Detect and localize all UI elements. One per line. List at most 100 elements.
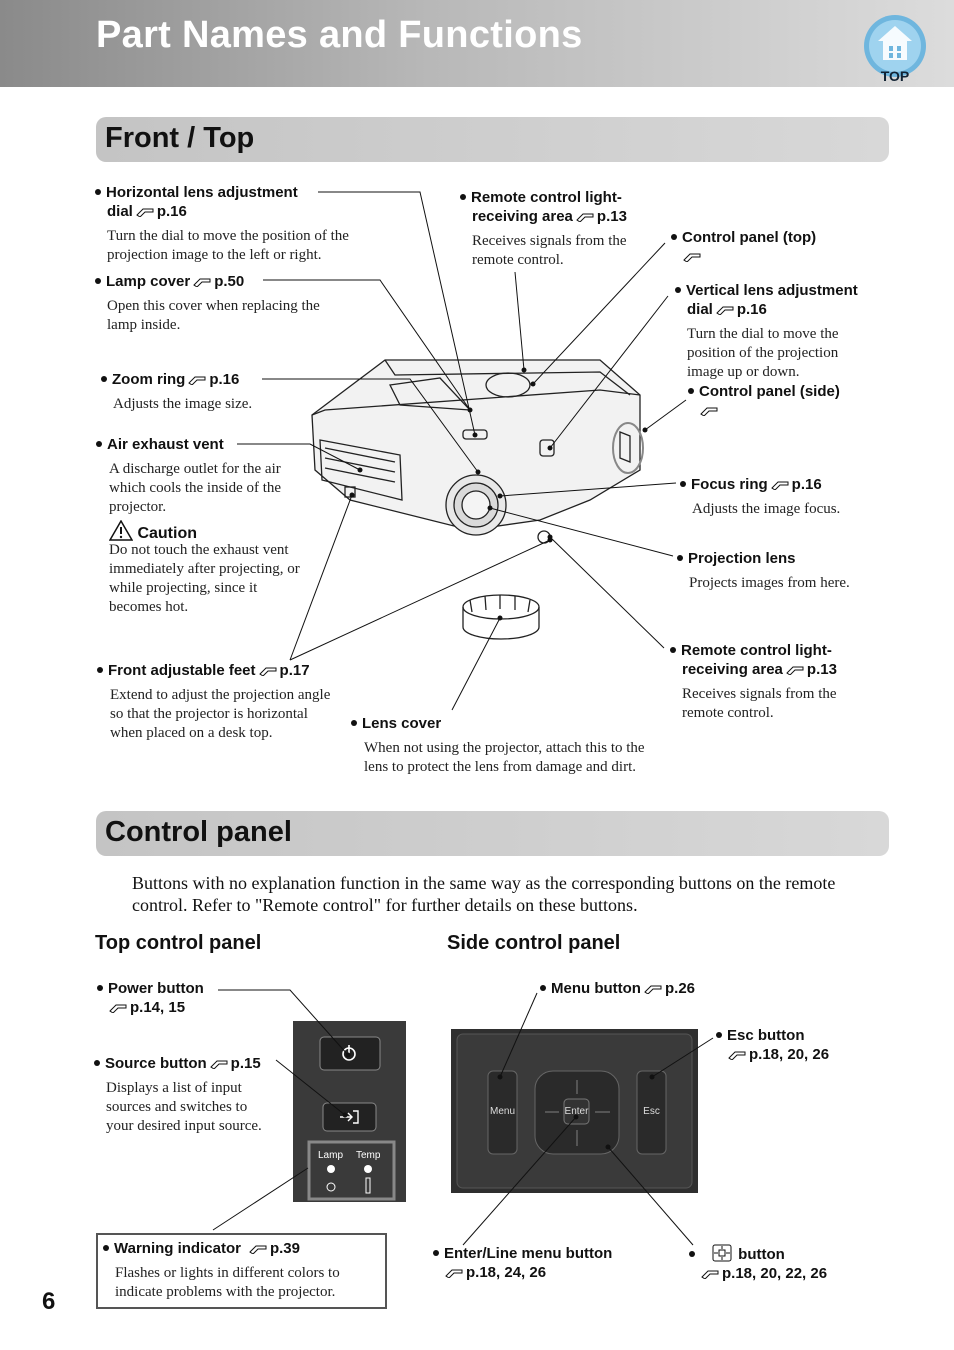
label-power-button: Power button p.14, 15 (97, 979, 204, 1017)
ref-link[interactable]: p.13 (596, 208, 627, 225)
reference-hand-icon[interactable] (683, 250, 701, 262)
bullet-icon (716, 1032, 722, 1038)
section-title: Control panel (105, 816, 292, 848)
ref-link[interactable]: p.18, 20, 22, 26 (722, 1265, 828, 1282)
ref-link[interactable]: p.13 (806, 661, 837, 678)
ref-link[interactable]: p.26 (664, 980, 695, 997)
ref-link[interactable]: p.39 (269, 1240, 300, 1257)
bullet-icon (680, 481, 686, 487)
ref-link[interactable]: p.18, 24, 26 (466, 1264, 547, 1281)
label-air-vent: Air exhaust vent (96, 435, 224, 454)
bullet-icon (688, 388, 694, 394)
top-control-panel-illustration (293, 1021, 406, 1202)
page-title: Part Names and Functions (96, 14, 583, 56)
enter-key-text: Enter (564, 1106, 589, 1117)
ref-link[interactable]: p.16 (736, 301, 767, 318)
bullet-icon (460, 194, 466, 200)
bullet-icon (540, 985, 546, 991)
intro-text: Buttons with no explanation function in … (132, 873, 836, 915)
top-control-panel-title: Top control panel (95, 932, 262, 954)
reference-hand-icon (770, 481, 789, 490)
ref-link[interactable]: p.16 (209, 371, 240, 388)
bullet-icon (96, 441, 102, 447)
bullet-icon (433, 1250, 439, 1256)
ref-link[interactable]: p.16 (791, 476, 822, 493)
house-icon: TOP (864, 15, 926, 84)
ref-link[interactable]: p.50 (214, 273, 245, 290)
projector-illustration (311, 359, 644, 640)
esc-key-text: Esc (643, 1106, 660, 1117)
side-control-panel-title: Side control panel (447, 932, 621, 954)
bullet-icon (677, 555, 683, 561)
desc-projection-lens: Projects images from here. (689, 575, 850, 591)
ref-link[interactable]: p.18, 20, 26 (749, 1046, 830, 1063)
section-title: Front / Top (105, 122, 255, 154)
label-arrow-button: button p.18, 20, 22, 26 (689, 1244, 827, 1283)
bullet-icon (95, 189, 101, 195)
reference-hand-icon (249, 1245, 267, 1254)
label-projection-lens: Projection lens (677, 549, 796, 568)
reference-hand-icon (445, 1269, 463, 1278)
top-button[interactable]: TOP (862, 14, 928, 86)
desc-warning-indicator: Flashes or lights in different colors to… (115, 1265, 340, 1300)
bullet-icon (94, 1060, 100, 1066)
ref-link[interactable]: p.15 (230, 1055, 261, 1072)
reference-hand-icon (209, 1060, 228, 1069)
bullet-icon (97, 985, 103, 991)
reference-hand-icon[interactable] (700, 404, 718, 416)
ref-link[interactable]: p.14, 15 (130, 999, 186, 1016)
ref-link[interactable]: p.17 (279, 662, 310, 679)
reference-hand-icon (109, 1004, 127, 1013)
bullet-icon (671, 234, 677, 240)
reference-hand-icon (193, 278, 211, 287)
bullet-icon (101, 376, 107, 382)
warning-indicator-box (96, 1233, 387, 1309)
bullet-icon (95, 278, 101, 284)
desc-lens-cover: When not using the projector, attach thi… (364, 740, 645, 775)
section-control-panel: Control panel (96, 811, 889, 856)
bullet-icon (103, 1245, 109, 1251)
bullet-icon (670, 647, 676, 653)
bullet-icon (97, 667, 103, 673)
menu-key-text: Menu (489, 1106, 515, 1117)
reference-hand-icon (786, 666, 804, 675)
warning-triangle-icon (108, 519, 134, 541)
reference-hand-icon (136, 208, 154, 217)
desc-zoom-ring: Adjusts the image size. (113, 396, 253, 412)
side-control-panel-illustration (451, 1029, 698, 1193)
reference-hand-icon (728, 1051, 746, 1060)
page-number: 6 (42, 1288, 56, 1315)
reference-hand-icon (258, 667, 277, 676)
label-control-panel-side: Control panel (side) (688, 382, 840, 420)
bullet-icon (351, 720, 357, 726)
temp-indicator-label: Temp (356, 1150, 381, 1161)
lamp-indicator-label: Lamp (318, 1150, 344, 1161)
label-esc-button: Esc button p.18, 20, 26 (716, 1026, 829, 1064)
ref-link[interactable]: p.16 (156, 203, 187, 220)
label-lens-cover: Lens cover (351, 714, 441, 733)
page-header (0, 0, 954, 87)
label-control-panel-top: Control panel (top) (671, 228, 816, 266)
bullet-icon (689, 1251, 695, 1257)
desc-focus-ring: Adjusts the image focus. (692, 501, 841, 517)
leader-lines (237, 191, 687, 711)
desc-horizontal-dial: Turn the dial to move the position of th… (107, 228, 349, 263)
